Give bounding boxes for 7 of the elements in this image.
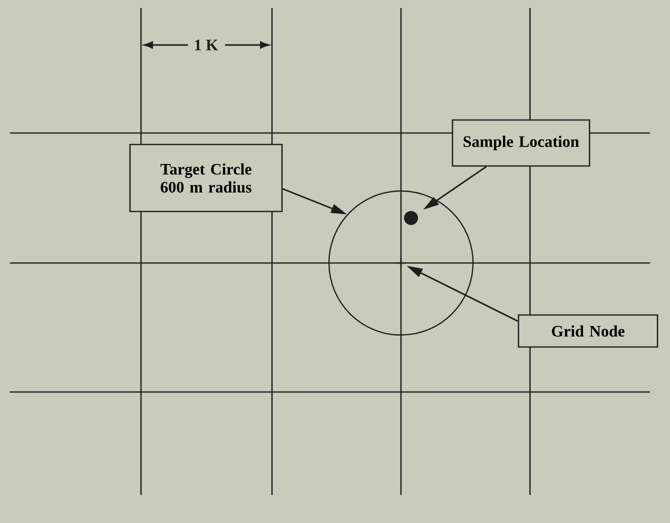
target-circle bbox=[328, 190, 474, 336]
sample-dot bbox=[404, 211, 418, 225]
label-box: Grid Node bbox=[518, 314, 658, 348]
dimension-label: 1 K bbox=[195, 40, 218, 50]
label-box: Target Circle 600 m radius bbox=[129, 144, 283, 212]
label-box: Sample Location bbox=[452, 119, 590, 167]
grid-intersection bbox=[396, 258, 406, 268]
